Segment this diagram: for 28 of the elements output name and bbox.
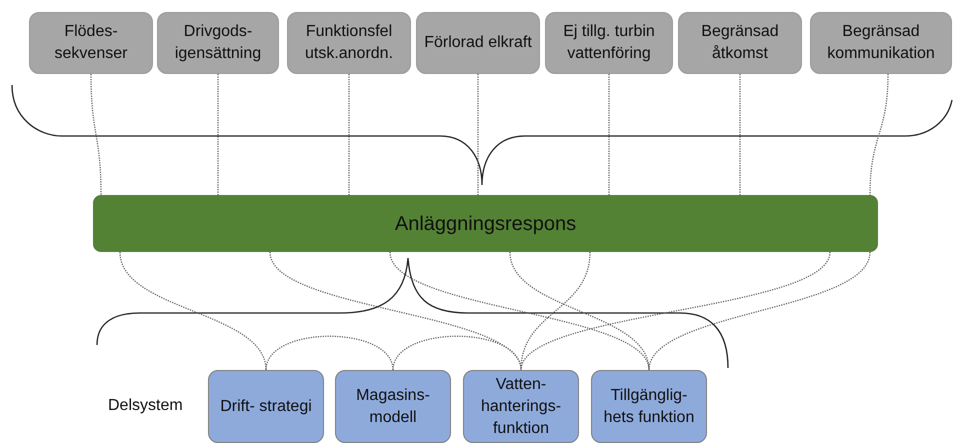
dotted-connector — [348, 74, 350, 195]
dotted-connector — [648, 252, 871, 370]
dotted-connector — [265, 336, 394, 370]
dotted-connector — [269, 252, 522, 370]
subsystem-box: Vatten- hanterings- funktion — [463, 370, 579, 443]
dotted-connector — [608, 74, 610, 195]
group-label: Delsystem — [108, 396, 183, 416]
event-box: Drivgods- igensättning — [157, 12, 279, 74]
dotted-connector — [90, 74, 102, 195]
dotted-connector — [509, 252, 650, 370]
subsystem-box: Magasins- modell — [335, 370, 451, 443]
event-box: Flödes- sekvenser — [29, 12, 153, 74]
response-bar: Anläggningsrespons — [93, 195, 878, 252]
dotted-connector — [392, 336, 522, 370]
event-box: Ej tillg. turbin vattenföring — [545, 12, 673, 74]
subsystem-box: Drift- strategi — [208, 370, 324, 443]
dotted-connector — [869, 74, 889, 196]
dotted-connector — [389, 252, 650, 370]
event-box: Förlorad elkraft — [416, 12, 540, 74]
dotted-connector — [520, 252, 831, 370]
subsystem-box: Tillgänglig- hets funktion — [591, 370, 707, 443]
dotted-connector — [119, 252, 267, 370]
event-box: Begränsad kommunikation — [810, 12, 952, 74]
event-box: Begränsad åtkomst — [678, 12, 802, 74]
event-box: Funktionsfel utsk.anordn. — [287, 12, 411, 74]
dotted-connector — [739, 74, 741, 195]
dotted-connector — [477, 74, 479, 195]
dotted-connector — [217, 74, 219, 195]
